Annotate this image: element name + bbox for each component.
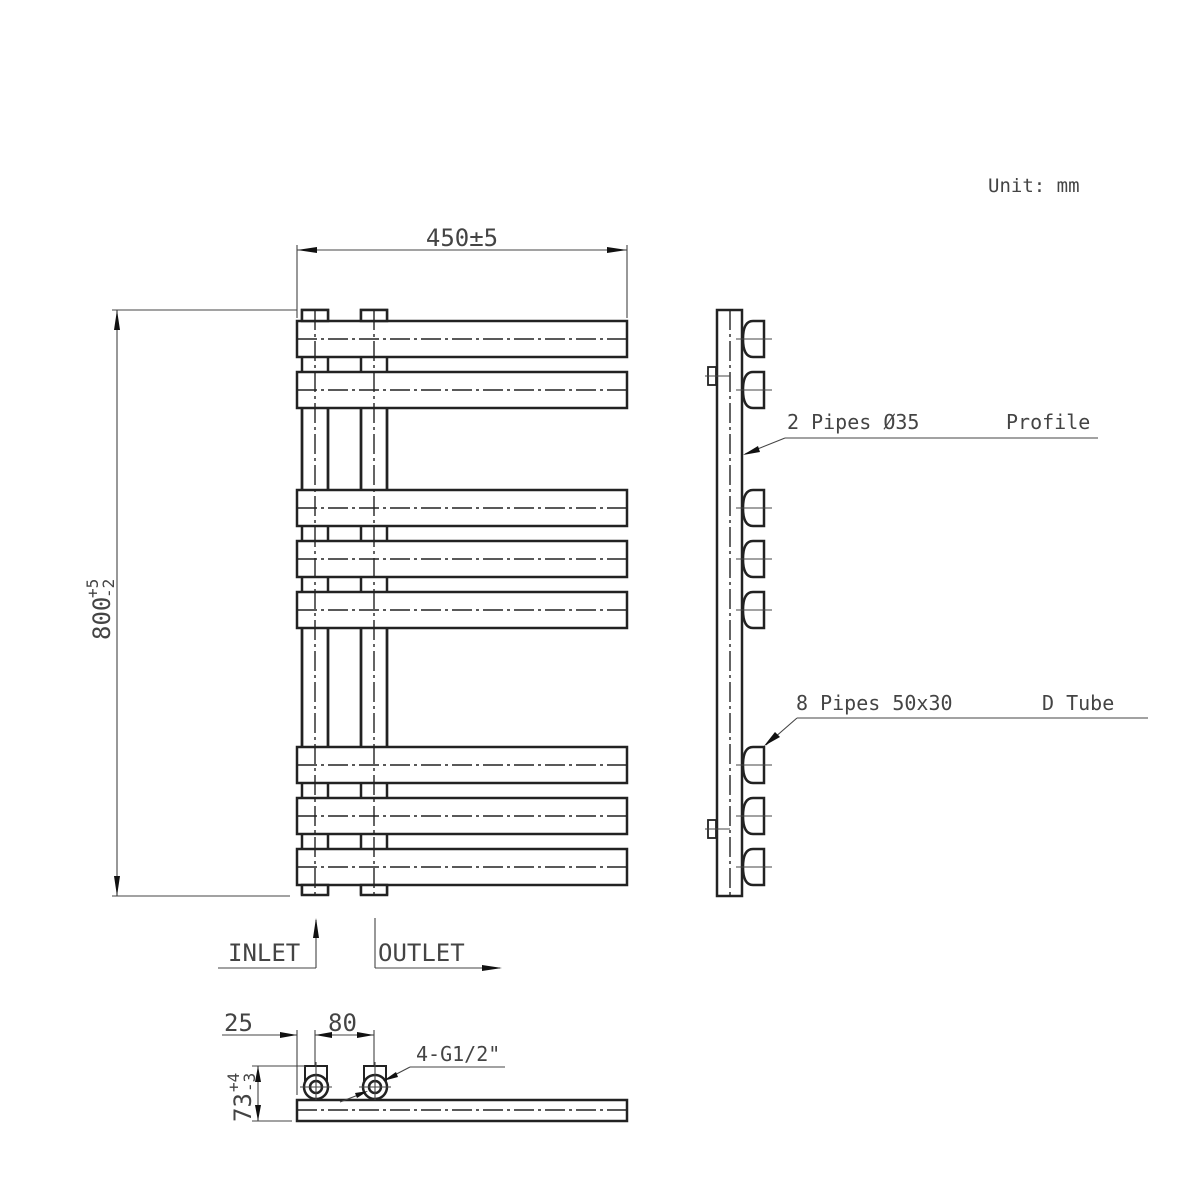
arrow-right-icon [607, 247, 627, 253]
svg-text:800: 800 [88, 597, 116, 640]
arrow-left-icon [315, 1032, 332, 1038]
horizontal-bars [295, 319, 629, 887]
offset-dimension-label: 25 [224, 1009, 253, 1037]
connector-right [359, 1062, 391, 1101]
svg-text:2 Pipes Ø35: 2 Pipes Ø35 [787, 410, 919, 434]
arrow-right-icon [482, 965, 502, 971]
svg-text:Profile: Profile [1006, 410, 1090, 434]
arrow-down-icon [114, 876, 120, 896]
svg-text:73: 73 [229, 1093, 257, 1122]
connector-left [300, 1062, 332, 1101]
arrow-icon [743, 446, 760, 455]
svg-text:+5: +5 [83, 579, 102, 598]
arrow-icon [383, 1072, 398, 1081]
svg-text:-2: -2 [99, 579, 118, 598]
profile-callout: 2 Pipes Ø35 Profile [743, 410, 1098, 455]
unit-label: Unit: mm [988, 175, 1080, 197]
arrow-down-icon [255, 1105, 261, 1121]
svg-text:INLET: INLET [228, 939, 300, 967]
spacing-dimension-label: 80 [328, 1009, 357, 1037]
svg-text:+4: +4 [224, 1073, 243, 1092]
front-view: 450±5 800 +5 -2 [83, 224, 629, 971]
arrow-right-icon [357, 1032, 374, 1038]
inlet-marker: INLET [218, 918, 319, 969]
svg-text:D Tube: D Tube [1042, 691, 1114, 715]
svg-text:OUTLET: OUTLET [378, 939, 465, 967]
svg-text:-3: -3 [240, 1073, 259, 1092]
arrow-right-icon [280, 1032, 297, 1038]
height-dimension-label: 800 +5 -2 [83, 579, 118, 640]
side-view: 2 Pipes Ø35 Profile 8 Pipes 50x30 D Tube [705, 308, 1148, 898]
svg-text:8 Pipes 50x30: 8 Pipes 50x30 [796, 691, 953, 715]
width-dimension-label: 450±5 [426, 224, 498, 252]
depth-dimension-label: 73 +4 -3 [224, 1073, 259, 1122]
arrow-icon [355, 1091, 368, 1098]
bottom-view: 25 80 73 +4 -3 4-G1/2" [222, 1009, 629, 1123]
d-tube-profiles [736, 319, 772, 887]
arrow-left-icon [297, 247, 317, 253]
connection-callout: 4-G1/2" [339, 1042, 505, 1103]
outlet-marker: OUTLET [374, 918, 502, 971]
arrow-icon [764, 732, 780, 746]
arrow-up-icon [114, 310, 120, 330]
svg-text:4-G1/2": 4-G1/2" [416, 1042, 500, 1066]
d-tube-callout: 8 Pipes 50x30 D Tube [764, 691, 1148, 746]
arrow-up-icon [255, 1066, 261, 1082]
arrow-up-icon [313, 918, 319, 938]
